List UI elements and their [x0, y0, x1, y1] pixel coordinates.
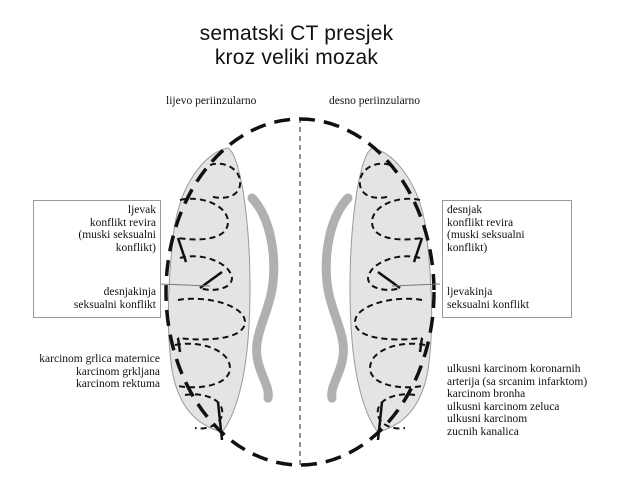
left-ventricle-shape	[247, 193, 279, 403]
right-list-line4: ulkusni karcinom zeluca	[447, 400, 560, 413]
left-list-line1: karcinom grlica maternice	[39, 353, 160, 365]
diagram-title-line1: sematski CT presjek	[199, 22, 394, 45]
left-box-line2: konflikt revira	[89, 216, 156, 229]
left-insular-region	[167, 147, 251, 433]
right-box-line1: desnjak	[447, 204, 483, 216]
right-insular-region	[349, 147, 433, 433]
right-list-line5: ulkusni karcinom	[447, 413, 528, 425]
right-box-line2: konflikt revira	[447, 216, 514, 229]
left-list-line3: karcinom rektuma	[76, 378, 160, 390]
left-box-line1: ljevak	[127, 204, 156, 216]
right-list-line6: zucnih kanalica	[447, 425, 519, 438]
diagram-title-line2: kroz veliki mozak	[214, 46, 379, 69]
right-box-line4: konflikt)	[447, 241, 488, 254]
right-list-line1: ulkusni karcinom koronarnih	[447, 363, 581, 375]
left-box-line6: seksualni konflikt	[73, 298, 156, 311]
left-box-line5: desnjakinja	[103, 286, 156, 298]
skull-outline	[164, 117, 436, 467]
left-hemisphere-label: lijevo periinzularno	[166, 95, 257, 107]
right-hemisphere-label: desno periinzularno	[329, 95, 421, 107]
right-pointer-line	[391, 283, 441, 287]
left-pointer-line	[159, 283, 211, 287]
left-box-line4: konflikt)	[115, 241, 156, 254]
right-box-line6: seksualni konflikt	[447, 298, 530, 311]
right-label-box	[442, 200, 572, 318]
right-list-line3: karcinom bronha	[447, 388, 526, 400]
left-list-line2: karcinom grkljana	[76, 365, 160, 378]
left-box-line3: (muski seksualni	[78, 229, 156, 241]
right-ventricle-shape	[321, 193, 353, 403]
right-box-line3: (muski seksualni	[447, 229, 525, 241]
left-label-box	[33, 200, 161, 318]
right-relay-areas	[353, 162, 426, 430]
left-relay-areas	[174, 162, 247, 430]
right-list-line2: arterija (sa srcanim infarktom)	[447, 375, 588, 388]
right-box-line5: ljevakinja	[447, 286, 493, 298]
right-solid-accents	[376, 237, 424, 441]
